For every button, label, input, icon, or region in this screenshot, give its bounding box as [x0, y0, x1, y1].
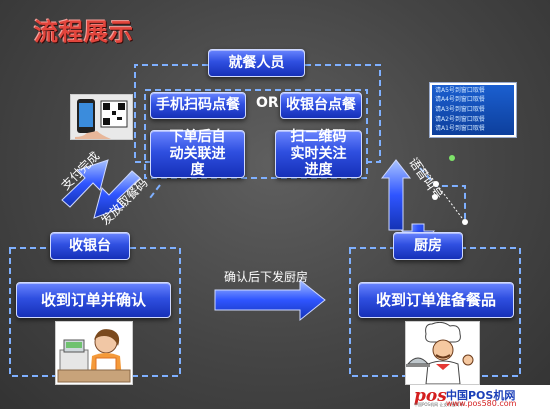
- queue-display-screen: 请A5号到窗口取餐 请A4号到窗口取餐 请A3号到窗口取餐 请A2号到窗口取餐 …: [429, 82, 517, 138]
- node-cashier: 收银台: [50, 232, 130, 260]
- site-name: 中国POS机网: [446, 389, 516, 402]
- page-title: 流程展示: [34, 18, 134, 46]
- connector-cashier-stub: [149, 184, 161, 199]
- handle-dot: [433, 181, 439, 187]
- handle-dot: [432, 194, 438, 200]
- queue-line: 请A2号到窗口取餐: [435, 115, 485, 123]
- connector-diner-left: [134, 64, 208, 163]
- arrow-up-voice: [380, 159, 412, 231]
- site-url: www.pos580.com: [446, 399, 517, 408]
- phone-qr-scan-image: [70, 94, 133, 140]
- chef-icon: [406, 321, 474, 385]
- phone-qr-icon: [75, 99, 128, 139]
- handle-dot: [449, 155, 455, 161]
- node-prepare-meal: 收到订单准备餐品: [358, 282, 514, 318]
- queue-line: 请A3号到窗口取餐: [435, 105, 485, 113]
- node-auto-link: 下单后自动关联进度: [150, 129, 245, 178]
- pos-slogan: 中国POS机网 让支付更简单: [414, 402, 464, 407]
- node-counter-order: 收银台点餐: [280, 92, 362, 119]
- queue-line: 请A1号到窗口取餐: [435, 125, 485, 133]
- node-diner: 就餐人员: [208, 49, 305, 77]
- arrow-pickup-code: [93, 170, 141, 219]
- node-scan-order: 手机扫码点餐: [150, 92, 246, 119]
- rotation-handle-line: [419, 161, 466, 223]
- arrow-send-to-kitchen: [214, 278, 326, 322]
- label-send-to-kitchen: 确认后下发厨房: [224, 270, 309, 284]
- cashier-illustration: [55, 321, 133, 385]
- node-kitchen: 厨房: [393, 232, 463, 260]
- pos-logo: pos: [414, 386, 447, 406]
- or-label: OR: [256, 95, 279, 111]
- handle-dot: [462, 219, 468, 225]
- queue-line: 请A5号到窗口取餐: [435, 86, 485, 94]
- connector-voice: [419, 167, 466, 222]
- arrow-payment-done: [61, 159, 109, 208]
- watermark-footer: [410, 385, 550, 409]
- cashier-icon: [57, 329, 131, 383]
- chef-illustration: [405, 321, 480, 385]
- connector-diner-right: [305, 64, 381, 163]
- queue-line: 请A4号到窗口取餐: [435, 96, 485, 104]
- ordering-group-frame: [144, 89, 368, 179]
- node-confirm-order: 收到订单并确认: [16, 282, 171, 318]
- node-qr-track: 扫二维码实时关注进度: [275, 129, 362, 178]
